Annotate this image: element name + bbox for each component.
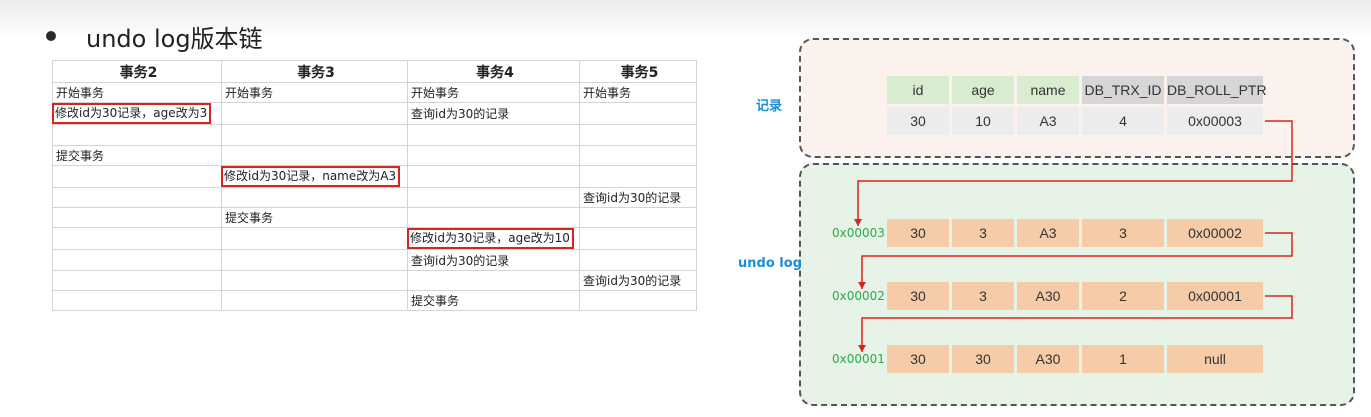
page-title-text: undo log版本链	[86, 24, 263, 53]
undo-log-cell: 3	[1082, 219, 1164, 247]
table-cell	[579, 144, 697, 166]
arrow-undo-1-to-2	[861, 232, 1293, 289]
arrow-record-to-undo-1	[857, 120, 1293, 226]
undo-log-cell: 1	[1082, 345, 1164, 373]
cell-text: 提交事务	[411, 294, 460, 309]
undo-log-cell: A30	[1017, 282, 1079, 310]
undo-log-cell: 3	[952, 282, 1014, 310]
undo-log-cell: 2	[1082, 282, 1164, 310]
undo-log-cell: null	[1167, 345, 1263, 373]
table-row	[52, 124, 697, 146]
table-cell: 开始事务	[221, 81, 408, 104]
table-row: 提交事务	[52, 290, 697, 312]
arrowhead-icon	[858, 282, 866, 289]
table-cell	[579, 207, 697, 229]
record-value-cell: 4	[1082, 107, 1164, 135]
table-row: 修改id为30记录，age改为3 查询id为30的记录	[52, 102, 697, 126]
record-header-cell: id	[887, 76, 949, 104]
table-row: 提交事务	[52, 144, 697, 166]
table-row: 修改id为30记录，name改为A3	[52, 164, 697, 188]
table-cell	[579, 290, 697, 312]
arrow-undo-2-to-3	[861, 295, 1293, 352]
record-label: 记录	[756, 99, 783, 114]
arrowhead-icon	[858, 345, 866, 352]
undo-address-label: 0x00003	[832, 226, 885, 240]
undo-log-cell: 30	[887, 282, 949, 310]
cell-text: 开始事务	[56, 86, 105, 101]
table-cell: 修改id为30记录，age改为10	[407, 227, 580, 251]
table-row: 查询id为30的记录	[52, 249, 697, 271]
highlighted-operation: 修改id为30记录，name改为A3	[221, 165, 401, 187]
undo-log-cell: A3	[1017, 219, 1079, 247]
record-value-cell: 0x00003	[1167, 107, 1263, 135]
table-row: 查询id为30的记录	[52, 269, 697, 292]
cell-text: 查询id为30的记录	[583, 191, 682, 206]
cell-text: 查询id为30的记录	[583, 273, 682, 288]
table-cell: 提交事务	[52, 144, 222, 166]
record-header-cell: name	[1017, 76, 1079, 104]
undo-address-label: 0x00001	[832, 352, 885, 366]
undo-log-cell: 30	[952, 345, 1014, 373]
cell-text: 开始事务	[411, 86, 460, 101]
undo-log-cell: 3	[952, 219, 1014, 247]
arrowhead-icon	[854, 219, 862, 226]
bullet-icon	[46, 31, 56, 41]
record-header-cell: DB_TRX_ID	[1082, 76, 1164, 104]
table-cell: 开始事务	[52, 81, 222, 104]
highlighted-operation: 修改id为30记录，age改为10	[407, 228, 574, 250]
cell-text: 查询id为30的记录	[411, 253, 510, 268]
cell-text: 查询id为30的记录	[411, 107, 510, 122]
record-header-cell: age	[952, 76, 1014, 104]
table-cell: 开始事务	[407, 81, 580, 104]
table-cell: 查询id为30的记录	[579, 186, 697, 209]
undo-log-cell: A30	[1017, 345, 1079, 373]
table-cell: 提交事务	[221, 207, 408, 229]
table-row: 查询id为30的记录	[52, 186, 697, 209]
cell-text: 提交事务	[56, 148, 105, 163]
page-title: undo log版本链	[46, 18, 263, 54]
undo-log-cell: 0x00002	[1167, 219, 1263, 247]
undo-log-cell: 30	[887, 219, 949, 247]
record-value-cell: 30	[887, 107, 949, 135]
record-header-cell: DB_ROLL_PTR	[1167, 76, 1267, 104]
transaction-table: 事务2 事务3 事务4 事务5 开始事务开始事务开始事务开始事务修改id为30记…	[52, 60, 697, 312]
table-cell: 提交事务	[407, 290, 580, 312]
undo-address-label: 0x00002	[832, 289, 885, 303]
table-cell: 修改id为30记录，name改为A3	[221, 164, 408, 188]
record-value-cell: 10	[952, 107, 1014, 135]
table-row: 提交事务	[52, 207, 697, 229]
table-cell: 修改id为30记录，age改为3	[52, 102, 222, 126]
undo-log-cell: 0x00001	[1167, 282, 1263, 310]
cell-text: 开始事务	[225, 86, 274, 101]
table-cell: 开始事务	[579, 81, 697, 104]
cell-text: 提交事务	[225, 211, 274, 226]
highlighted-operation: 修改id为30记录，age改为3	[52, 103, 212, 125]
cell-text: 开始事务	[583, 86, 632, 101]
table-row: 开始事务 开始事务 开始事务 开始事务	[52, 81, 697, 104]
record-value-cell: A3	[1017, 107, 1079, 135]
undo-log-cell: 30	[887, 345, 949, 373]
undo-log-label: undo log	[738, 256, 802, 271]
